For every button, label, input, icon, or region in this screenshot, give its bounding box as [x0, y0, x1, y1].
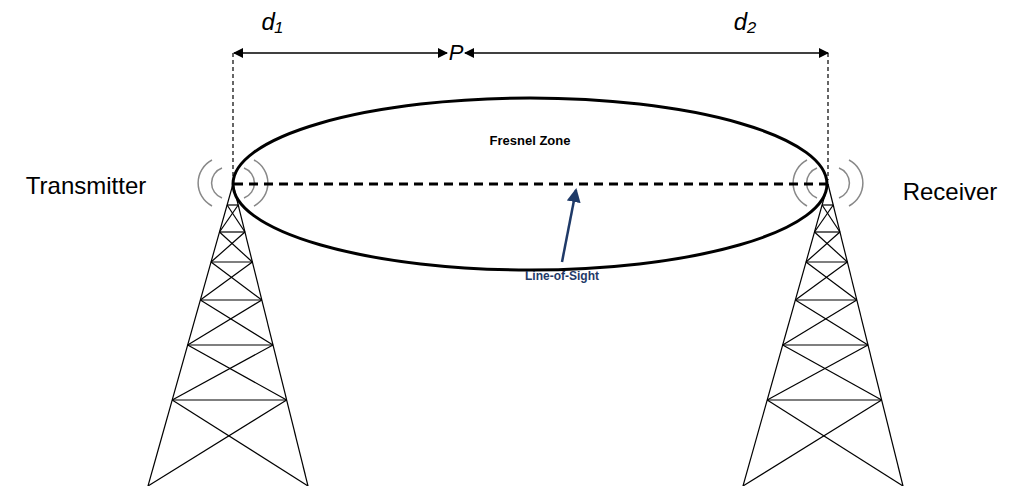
fresnel-zone-ellipse: Fresnel Zone: [232, 97, 828, 271]
station-label: Transmitter: [26, 172, 146, 200]
antenna-waves: [198, 160, 863, 206]
callout-arrow: [562, 190, 576, 262]
dimension-label: d₁: [262, 8, 283, 36]
station-label: Receiver: [903, 178, 998, 206]
callout-label: Line-of-Sight: [525, 269, 599, 283]
point-label: P: [448, 40, 465, 66]
ellipse-outline: [232, 97, 828, 271]
dimension-label: d₂: [734, 8, 757, 36]
line-of-sight: [234, 183, 827, 186]
tower-symbol: [148, 184, 903, 486]
dimension-lines: [233, 53, 828, 180]
zone-label: Fresnel Zone: [232, 133, 828, 148]
